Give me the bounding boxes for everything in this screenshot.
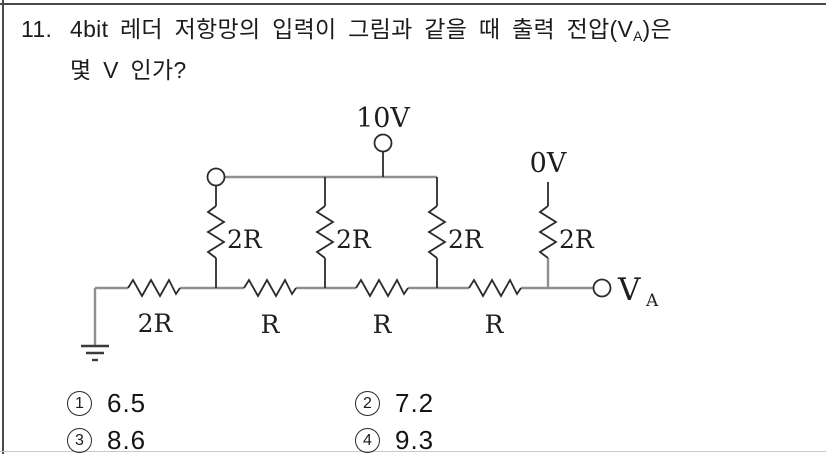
question-block: 11. 4bit 레더 저항망의 입력이 그림과 같을 때 출력 전압(VA)은… bbox=[21, 12, 809, 87]
choice-3-marker: 3 bbox=[67, 428, 92, 453]
shunt-resistors bbox=[206, 205, 558, 259]
question-line1-pre: 4bit 레더 저항망의 입력이 그림과 같을 때 출력 전압(V bbox=[70, 16, 634, 42]
question-line1-post: )은 bbox=[642, 16, 672, 42]
shunt-resistor-label-2: 2R bbox=[336, 225, 372, 254]
gray-wires bbox=[93, 175, 594, 345]
shunt-resistor-label-4: 2R bbox=[559, 225, 595, 254]
output-voltage-subscript: A bbox=[645, 291, 659, 311]
page-left-border bbox=[2, 0, 4, 454]
choice-2-value: 7.2 bbox=[395, 388, 435, 418]
series-resistor-label-2: R bbox=[261, 310, 281, 339]
resistor-r-series-3 bbox=[468, 278, 522, 298]
terminals bbox=[206, 133, 612, 298]
choice-1-marker: 1 bbox=[67, 391, 92, 416]
resistor-2r-shunt-2 bbox=[315, 205, 335, 259]
question-line1-subscript: A bbox=[633, 28, 643, 44]
dark-wires bbox=[215, 152, 549, 288]
question-number: 11. bbox=[21, 16, 53, 42]
choice-option-3[interactable]: 3 8.6 bbox=[67, 425, 146, 454]
output-terminal-circle bbox=[592, 278, 612, 298]
series-resistor-label-1: 2R bbox=[138, 309, 174, 338]
resistor-2r-shunt-1 bbox=[206, 205, 226, 259]
resistor-r-series-2 bbox=[355, 278, 409, 298]
shunt-resistor-label-1: 2R bbox=[227, 225, 263, 254]
resistor-2r-series bbox=[127, 278, 181, 298]
output-voltage-label: V bbox=[617, 272, 641, 308]
question-text: 4bit 레더 저항망의 입력이 그림과 같을 때 출력 전압(VA)은 몇 V… bbox=[70, 12, 809, 87]
supply-voltage-label: 10V bbox=[356, 103, 410, 134]
choice-1-value: 6.5 bbox=[107, 388, 147, 418]
input-terminal-circle bbox=[206, 167, 226, 187]
series-resistors bbox=[127, 278, 522, 298]
supply-terminal-circle bbox=[373, 133, 393, 153]
choice-2-marker: 2 bbox=[355, 391, 380, 416]
resistor-2r-shunt-3 bbox=[427, 205, 447, 259]
choice-4-value: 9.3 bbox=[395, 425, 435, 454]
choice-option-4[interactable]: 4 9.3 bbox=[355, 425, 434, 454]
page-bottom-border bbox=[0, 451, 826, 452]
question-line2: 몇 V 인가? bbox=[70, 57, 187, 83]
resistor-2r-shunt-4 bbox=[538, 205, 558, 259]
resistor-r-series-1 bbox=[243, 278, 297, 298]
choice-option-2[interactable]: 2 7.2 bbox=[355, 388, 434, 419]
shunt-resistor-label-3: 2R bbox=[448, 225, 484, 254]
choice-option-1[interactable]: 1 6.5 bbox=[67, 388, 146, 419]
series-resistor-label-3: R bbox=[373, 310, 393, 339]
ground-icon bbox=[81, 344, 109, 362]
choice-3-value: 8.6 bbox=[107, 425, 147, 454]
zero-volt-label: 0V bbox=[530, 148, 567, 179]
choice-4-marker: 4 bbox=[355, 428, 380, 453]
page-top-border bbox=[0, 3, 826, 5]
series-resistor-label-4: R bbox=[485, 310, 505, 339]
